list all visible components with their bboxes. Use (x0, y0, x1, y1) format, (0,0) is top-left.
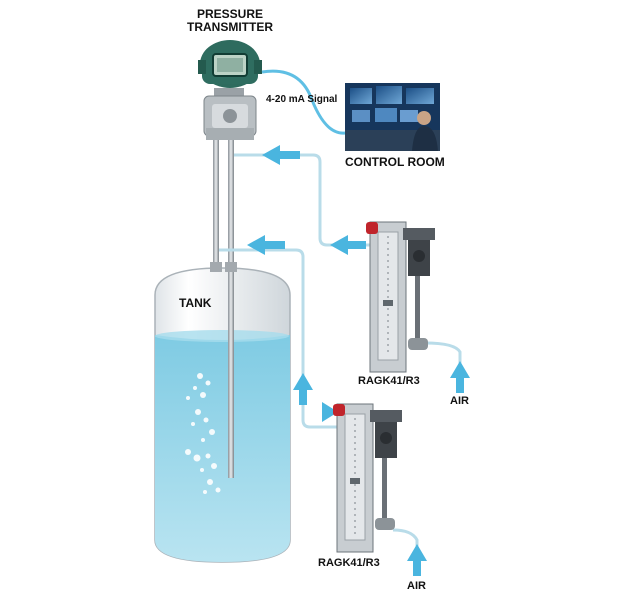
rotameter-upper-label: RAGK41/R3 (358, 375, 420, 387)
flow-arrow-icon (407, 544, 427, 576)
control-room-label: CONTROL ROOM (345, 155, 445, 169)
flow-arrow-icon (262, 145, 300, 165)
transmitter-label-line2: TRANSMITTER (187, 20, 273, 34)
flow-arrow-icon (330, 235, 366, 255)
rotameter-icon (366, 221, 435, 373)
tank (154, 267, 291, 563)
bubbles-icon (185, 373, 221, 494)
tank-label: TANK (179, 296, 212, 310)
air-lower-label: AIR (407, 580, 426, 592)
flow-arrow-icon (322, 402, 338, 422)
rotameter-icon (333, 403, 402, 553)
signal-label: 4-20 mA Signal (266, 94, 338, 105)
air-upper-label: AIR (450, 395, 469, 407)
pressure-transmitter-icon (198, 40, 262, 140)
dip-tubes (210, 140, 237, 478)
transmitter-label-line1: PRESSURE (196, 7, 264, 21)
air-lines (219, 153, 462, 560)
rotameter-lower-label: RAGK41/R3 (318, 557, 380, 569)
flow-arrow-icon (247, 235, 285, 255)
tank-liquid (155, 335, 290, 562)
control-room-photo-icon (345, 83, 440, 151)
flow-arrows (247, 145, 470, 576)
flow-arrow-icon (293, 373, 313, 405)
transmitter-label: PRESSURE TRANSMITTER (180, 8, 280, 34)
signal-cable (261, 69, 346, 135)
flow-arrow-icon (450, 361, 470, 393)
